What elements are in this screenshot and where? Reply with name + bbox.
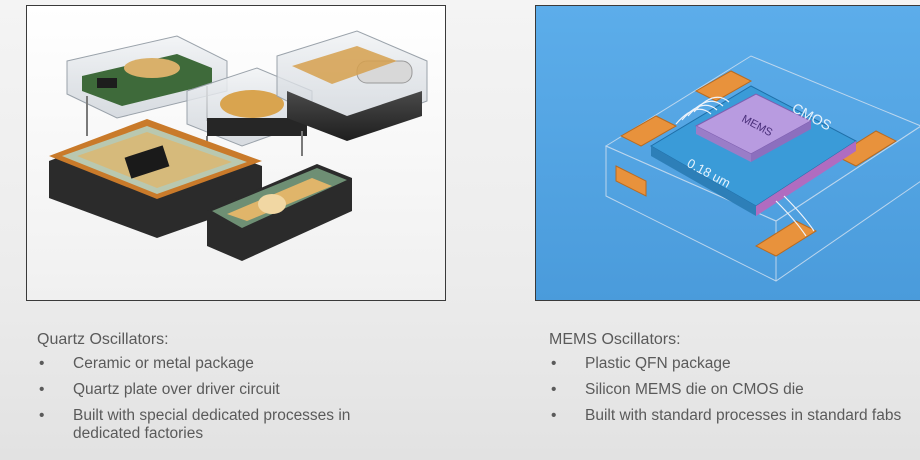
mems-die (694, 93, 813, 162)
quartz-oscillators-image (26, 5, 446, 301)
ceramic-package-front (49, 119, 262, 238)
bullet-icon: • (39, 407, 45, 424)
mems-bullet-list: •Plastic QFN package •Silicon MEMS die o… (549, 355, 920, 425)
list-item: •Ceramic or metal package (39, 355, 254, 372)
list-item: •Plastic QFN package (551, 355, 731, 372)
quartz-packages-illustration (27, 6, 445, 300)
mems-oscillator-image: CMOS MEMS 0.18 um (535, 5, 920, 301)
bond-wires (675, 96, 815, 237)
quartz-oscillators-section: Quartz Oscillators: •Ceramic or metal pa… (37, 331, 417, 451)
bullet-icon: • (39, 355, 45, 372)
copper-lead-frame (615, 70, 898, 257)
bullet-icon: • (551, 355, 557, 372)
list-item: •Built with special dedicated processes … (39, 407, 351, 442)
open-package-front-right (207, 164, 352, 261)
mems-package-illustration: CMOS MEMS 0.18 um (536, 6, 920, 300)
list-item: •Quartz plate over driver circuit (39, 381, 280, 398)
list-item: •Silicon MEMS die on CMOS die (551, 381, 804, 398)
bullet-icon: • (551, 407, 557, 424)
mems-oscillators-section: MEMS Oscillators: •Plastic QFN package •… (549, 331, 920, 433)
bullet-icon: • (551, 381, 557, 398)
list-item: •Built with standard processes in standa… (551, 407, 902, 424)
bullet-icon: • (39, 381, 45, 398)
mems-oscillators-heading: MEMS Oscillators: (549, 331, 681, 348)
quartz-oscillators-heading: Quartz Oscillators: (37, 331, 169, 348)
dark-package-back-right (276, 30, 428, 141)
quartz-bullet-list: •Ceramic or metal package •Quartz plate … (37, 355, 417, 443)
